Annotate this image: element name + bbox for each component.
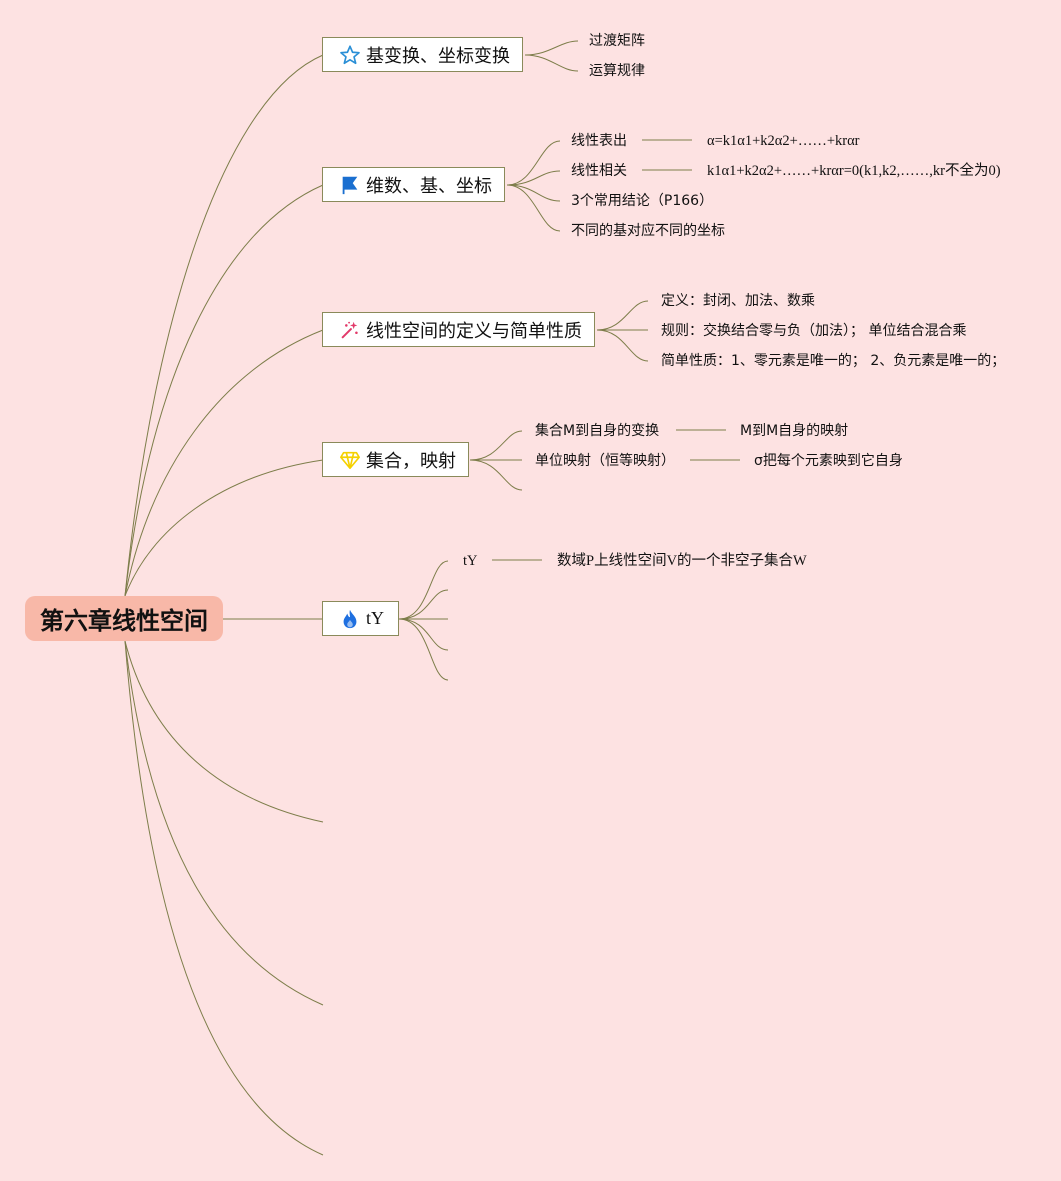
branch-line: [124, 329, 324, 597]
topic-basis-transformation[interactable]: 基变换、坐标变换: [322, 37, 523, 72]
subtopic-linear-dependence[interactable]: 线性相关: [571, 163, 627, 179]
star-icon: [339, 44, 361, 66]
branch-line: [124, 640, 324, 823]
subtopic-simple-properties[interactable]: 简单性质：1、零元素是唯一的； 2、负元素是唯一的；: [661, 353, 1006, 369]
subtopic-definition[interactable]: 定义：封闭、加法、数乘: [661, 293, 815, 309]
subtopic-different-coordinates[interactable]: 不同的基对应不同的坐标: [571, 223, 725, 239]
topic-label: 基变换、坐标变换: [366, 45, 510, 67]
topic-label: tY: [366, 608, 384, 628]
note-linear-combination[interactable]: α=k1α1+k2α2+……+krαr: [707, 133, 860, 149]
topic-dimension-basis-coordinates[interactable]: 维数、基、坐标: [322, 167, 505, 202]
flag-icon: [339, 174, 361, 196]
topic-label: 维数、基、坐标: [366, 175, 492, 197]
fire-icon: [339, 608, 361, 630]
sparkle-icon: [339, 319, 361, 341]
branch-line: [124, 54, 324, 597]
note-self-mapping[interactable]: M到M自身的映射: [740, 423, 849, 439]
branch-line: [124, 640, 324, 1006]
topic-label: 集合，映射: [366, 450, 456, 472]
note-identity-mapping[interactable]: σ把每个元素映到它自身: [754, 453, 903, 469]
subtopic-self-transformation[interactable]: 集合M到自身的变换: [535, 423, 660, 439]
note-nonempty-subset[interactable]: 数域P上线性空间V的一个非空子集合W: [557, 553, 807, 569]
subtopic-identity-mapping[interactable]: 单位映射（恒等映射）: [535, 453, 675, 469]
subtopic-ty[interactable]: tY: [463, 553, 478, 569]
topic-label: 线性空间的定义与简单性质: [366, 320, 582, 342]
subtopic-transition-matrix[interactable]: 过渡矩阵: [589, 33, 645, 49]
branch-line: [124, 640, 324, 1156]
topic-linear-space-definition[interactable]: 线性空间的定义与简单性质: [322, 312, 595, 347]
root-topic-label: 第六章线性空间: [40, 607, 208, 635]
subtopic-three-conclusions[interactable]: 3个常用结论（P166）: [571, 193, 714, 209]
subtopic-rules[interactable]: 规则：交换结合零与负（加法）； 单位结合混合乘: [661, 323, 967, 339]
subtopic-linear-representation[interactable]: 线性表出: [571, 133, 627, 149]
branch-line: [124, 184, 324, 597]
topic-sets-mappings[interactable]: 集合，映射: [322, 442, 469, 477]
root-topic[interactable]: 第六章线性空间: [25, 596, 223, 641]
branch-line: [124, 459, 324, 597]
diamond-icon: [339, 449, 361, 471]
topic-subspace[interactable]: tY: [322, 601, 399, 636]
subtopic-operation-rules[interactable]: 运算规律: [589, 63, 645, 79]
note-dependence-equation[interactable]: k1α1+k2α2+……+krαr=0(k1,k2,……,kr不全为0): [707, 163, 1001, 179]
